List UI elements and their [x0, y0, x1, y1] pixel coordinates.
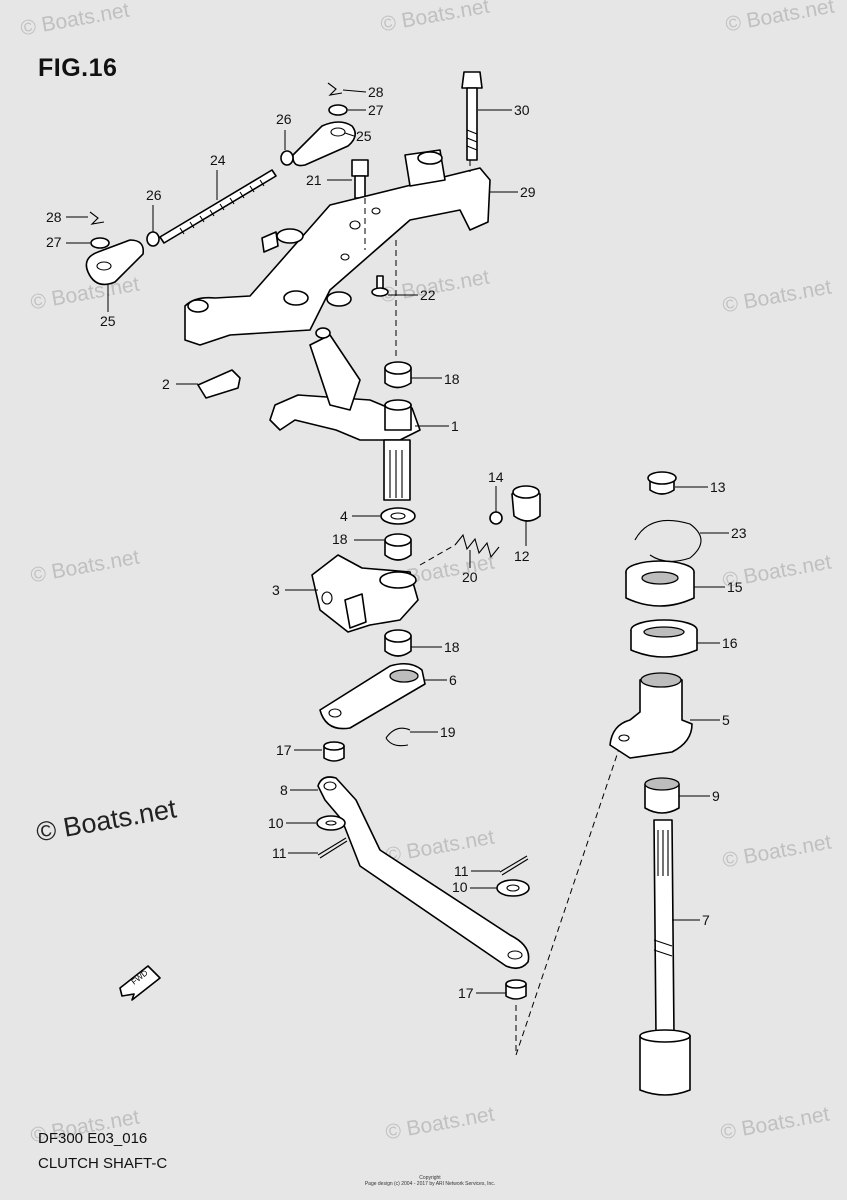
ball-14 [489, 511, 503, 525]
circlip-19 [385, 727, 411, 747]
part-callout-29[interactable]: 29 [520, 184, 536, 200]
part-callout-15[interactable]: 15 [727, 579, 743, 595]
part-callout-26[interactable]: 26 [146, 187, 162, 203]
copyright-line: Page design (c) 2004 - 2017 by ARI Netwo… [364, 1181, 496, 1187]
clutch-shaft-7 [653, 819, 675, 1037]
copyright-line: Copyright [419, 1175, 441, 1181]
fwd-direction-arrow [119, 965, 161, 1001]
part-callout-14[interactable]: 14 [488, 469, 504, 485]
copyright-notice: Copyright Page design (c) 2004 - 2017 by… [350, 1175, 510, 1187]
part-callout-6[interactable]: 6 [449, 672, 457, 688]
figure-title: FIG.16 [38, 54, 118, 82]
part-callout-28[interactable]: 28 [368, 84, 384, 100]
washer-27-upper [328, 104, 348, 116]
part-callout-13[interactable]: 13 [710, 479, 726, 495]
cotter-pin-28-upper [327, 82, 343, 96]
part-callout-17[interactable]: 17 [458, 985, 474, 1001]
part-callout-18[interactable]: 18 [332, 531, 348, 547]
housing-5 [609, 674, 693, 759]
nut-26-upper [280, 150, 294, 166]
pin-11-lower [499, 855, 529, 876]
part-callout-30[interactable]: 30 [514, 102, 530, 118]
part-callout-25[interactable]: 25 [100, 313, 116, 329]
part-callout-26[interactable]: 26 [276, 111, 292, 127]
bolt-30-head [461, 71, 483, 89]
part-callout-10[interactable]: 10 [452, 879, 468, 895]
spring-20 [454, 533, 500, 559]
part-callout-27[interactable]: 27 [368, 102, 384, 118]
bolt-21-head [351, 159, 369, 177]
clip-2 [197, 369, 241, 399]
part-callout-12[interactable]: 12 [514, 548, 530, 564]
part-callout-8[interactable]: 8 [280, 782, 288, 798]
part-callout-18[interactable]: 18 [444, 371, 460, 387]
part-callout-5[interactable]: 5 [722, 712, 730, 728]
part-callout-10[interactable]: 10 [268, 815, 284, 831]
part-callout-22[interactable]: 22 [420, 287, 436, 303]
callout-leader-line [342, 89, 367, 93]
part-callout-3[interactable]: 3 [272, 582, 280, 598]
cotter-pin-28-lower [89, 211, 105, 225]
washer-10-upper [316, 815, 346, 831]
rod-24 [159, 169, 277, 244]
part-callout-11[interactable]: 11 [272, 845, 287, 861]
callout-leader-line [344, 132, 355, 137]
part-callout-17[interactable]: 17 [276, 742, 292, 758]
part-callout-28[interactable]: 28 [46, 209, 62, 225]
washer-27-lower [90, 237, 110, 249]
part-callout-20[interactable]: 20 [462, 569, 478, 585]
part-callout-2[interactable]: 2 [162, 376, 170, 392]
bolt-30-shank [466, 87, 478, 161]
clutch-shaft-7-end [639, 1035, 691, 1096]
part-callout-9[interactable]: 9 [712, 788, 720, 804]
part-callout-21[interactable]: 21 [306, 172, 322, 188]
bolt-21-shank [354, 175, 366, 199]
part-callout-4[interactable]: 4 [340, 508, 348, 524]
part-callout-18[interactable]: 18 [444, 639, 460, 655]
section-name: CLUTCH SHAFT-C [38, 1155, 168, 1172]
part-callout-23[interactable]: 23 [731, 525, 747, 541]
washer-10-lower [496, 879, 530, 897]
part-callout-7[interactable]: 7 [702, 912, 710, 928]
washer-4 [380, 507, 416, 525]
part-callout-19[interactable]: 19 [440, 724, 456, 740]
rod-end-25-upper [292, 121, 356, 167]
nut-26-lower [146, 231, 160, 247]
part-callout-16[interactable]: 16 [722, 635, 738, 651]
part-callout-1[interactable]: 1 [451, 418, 459, 434]
rod-end-25-lower [85, 239, 145, 286]
part-callout-27[interactable]: 27 [46, 234, 62, 250]
pin-11-upper [317, 837, 348, 859]
circlip-23 [634, 519, 702, 562]
part-callout-11[interactable]: 11 [454, 863, 469, 879]
part-callout-24[interactable]: 24 [210, 152, 226, 168]
part-callout-25[interactable]: 25 [356, 128, 372, 144]
link-rod-8 [317, 776, 530, 970]
model-code: DF300 E03_016 [38, 1130, 148, 1147]
shift-shaft-1-spline [383, 439, 411, 501]
bushing-9 [644, 783, 680, 814]
